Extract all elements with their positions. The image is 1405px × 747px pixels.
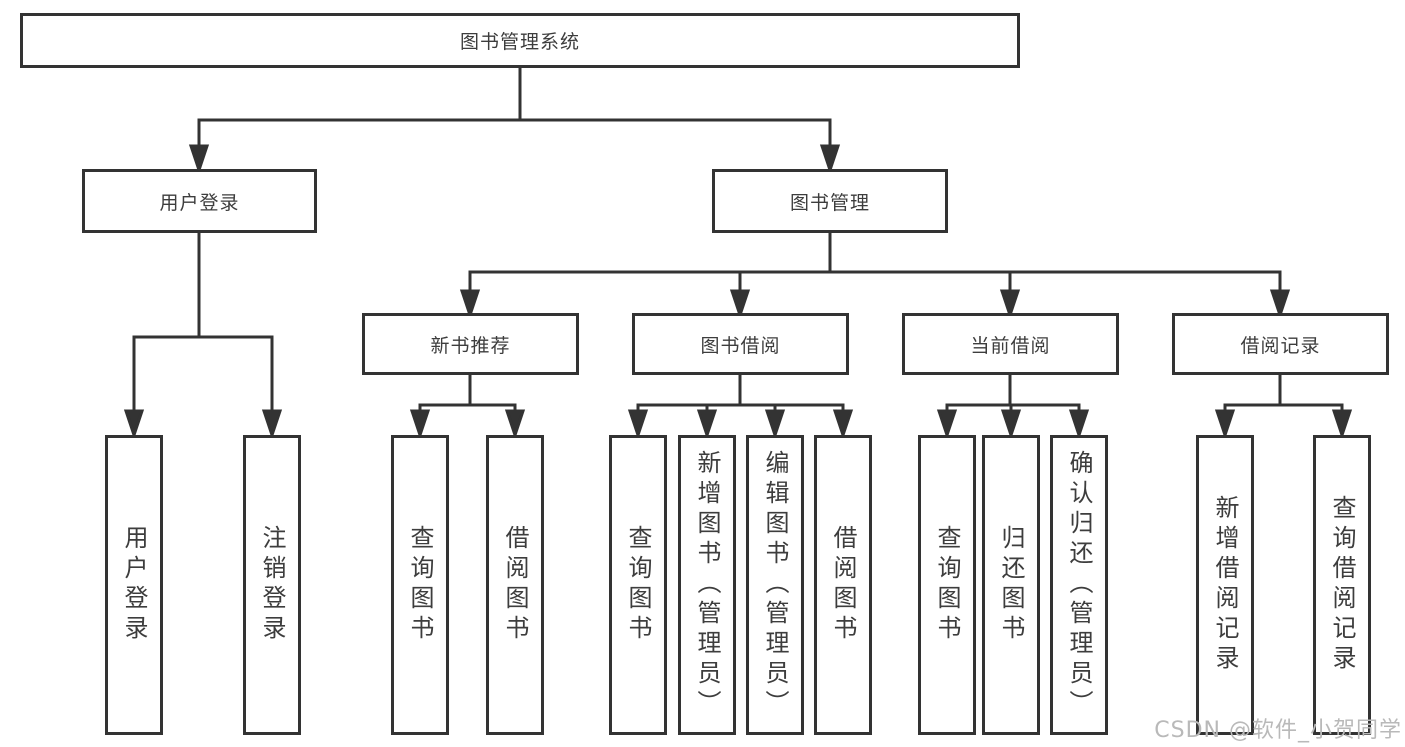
leaf-cb-return-books-label: 归还图书	[997, 525, 1025, 645]
leaf-cb-query-books: 查询图书	[918, 435, 976, 735]
node-book-management: 图书管理	[712, 169, 948, 233]
node-book-borrowing-label: 图书借阅	[700, 334, 781, 357]
leaf-br-query-record: 查询借阅记录	[1313, 435, 1371, 735]
leaf-user-login-label: 用户登录	[120, 525, 148, 645]
node-root: 图书管理系统	[20, 13, 1020, 68]
leaf-nb-borrow-books-label: 借阅图书	[501, 525, 529, 645]
leaf-br-add-record-label: 新增借阅记录	[1211, 495, 1239, 675]
leaf-user-login: 用户登录	[105, 435, 163, 735]
node-book-management-label: 图书管理	[789, 191, 870, 214]
leaf-bb-add-book-admin: 新增图书（管理员）	[678, 435, 736, 735]
leaf-bb-edit-book-admin-label: 编辑图书（管理员）	[761, 450, 789, 720]
leaf-logout: 注销登录	[243, 435, 301, 735]
leaf-bb-edit-book-admin: 编辑图书（管理员）	[746, 435, 804, 735]
csdn-watermark: CSDN @软件_小贺同学	[1154, 718, 1402, 743]
leaf-nb-query-books-label: 查询图书	[406, 525, 434, 645]
leaf-nb-query-books: 查询图书	[391, 435, 449, 735]
leaf-cb-return-books: 归还图书	[982, 435, 1040, 735]
leaf-bb-borrow-books-label: 借阅图书	[829, 525, 857, 645]
leaf-cb-confirm-return-admin-label: 确认归还（管理员）	[1065, 450, 1093, 720]
leaf-br-query-record-label: 查询借阅记录	[1328, 495, 1356, 675]
node-borrowing-records-label: 借阅记录	[1240, 334, 1321, 357]
node-user-login-label: 用户登录	[159, 191, 240, 214]
leaf-br-add-record: 新增借阅记录	[1196, 435, 1254, 735]
node-user-login: 用户登录	[82, 169, 317, 233]
node-current-borrowing: 当前借阅	[902, 313, 1119, 375]
node-borrowing-records: 借阅记录	[1172, 313, 1389, 375]
leaf-cb-confirm-return-admin: 确认归还（管理员）	[1050, 435, 1108, 735]
leaf-bb-borrow-books: 借阅图书	[814, 435, 872, 735]
node-current-borrowing-label: 当前借阅	[970, 334, 1051, 357]
node-root-label: 图书管理系统	[459, 31, 580, 53]
leaf-cb-query-books-label: 查询图书	[933, 525, 961, 645]
leaf-logout-label: 注销登录	[258, 525, 286, 645]
leaf-bb-query-books-label: 查询图书	[624, 525, 652, 645]
leaf-nb-borrow-books: 借阅图书	[486, 435, 544, 735]
node-new-book-recommend-label: 新书推荐	[430, 334, 511, 357]
node-new-book-recommend: 新书推荐	[362, 313, 579, 375]
leaf-bb-add-book-admin-label: 新增图书（管理员）	[693, 450, 721, 720]
node-book-borrowing: 图书借阅	[632, 313, 849, 375]
leaf-bb-query-books: 查询图书	[609, 435, 667, 735]
